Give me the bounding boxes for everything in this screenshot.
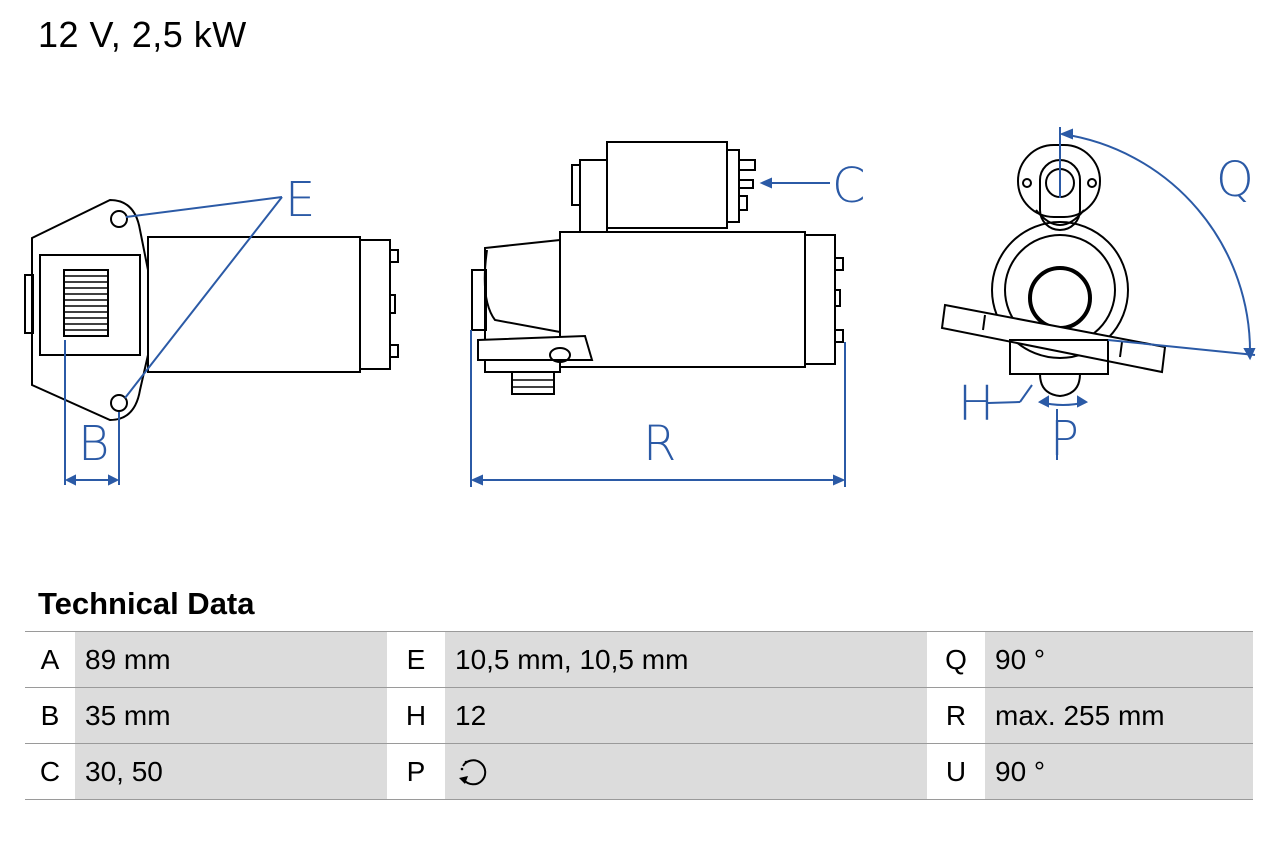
label-r: R xyxy=(643,416,676,472)
table-row: B 35 mm H 12 R max. 255 mm xyxy=(25,687,1253,744)
spec-value: 90 ° xyxy=(985,631,1253,688)
dimension-labels: E B C R Q H P xyxy=(78,152,1254,472)
spec-key: U xyxy=(927,743,985,800)
spec-value: 10,5 mm, 10,5 mm xyxy=(445,631,927,688)
spec-value: 90 ° xyxy=(985,743,1253,800)
spec-key: C xyxy=(25,743,75,800)
mount-hole-bottom xyxy=(110,394,128,412)
rotation-counterclockwise-icon xyxy=(459,758,487,785)
table-row: C 30, 50 P U 90 ° xyxy=(25,743,1253,800)
spec-key: B xyxy=(25,687,75,744)
spec-value: 12 xyxy=(445,687,927,744)
side-view-dimensions xyxy=(470,177,846,487)
spec-key: R xyxy=(927,687,985,744)
front-view-dimensions xyxy=(987,127,1256,460)
left-view xyxy=(24,198,399,422)
spec-value: 30, 50 xyxy=(75,743,387,800)
label-h: H xyxy=(958,376,994,432)
table-row: A 89 mm E 10,5 mm, 10,5 mm Q 90 ° xyxy=(25,631,1253,688)
mount-hole-top xyxy=(110,210,128,228)
technical-data-table: A 89 mm E 10,5 mm, 10,5 mm Q 90 ° B 35 m… xyxy=(25,631,1253,800)
spec-key: P xyxy=(387,743,445,800)
spec-key: E xyxy=(387,631,445,688)
label-c: C xyxy=(832,158,866,214)
spec-key: H xyxy=(387,687,445,744)
spec-value: max. 255 mm xyxy=(985,687,1253,744)
label-q: Q xyxy=(1216,152,1254,208)
spec-value-rotation xyxy=(445,743,927,800)
label-e: E xyxy=(285,172,315,228)
product-title: 12 V, 2,5 kW xyxy=(38,14,247,55)
label-p: P xyxy=(1050,411,1079,467)
technical-data-title: Technical Data xyxy=(38,586,255,621)
left-view-dimensions xyxy=(64,196,283,486)
spec-value: 89 mm xyxy=(75,631,387,688)
spec-key: Q xyxy=(927,631,985,688)
side-view xyxy=(471,141,844,395)
spec-value: 35 mm xyxy=(75,687,387,744)
front-view xyxy=(940,144,1167,398)
spec-key: A xyxy=(25,631,75,688)
starter-motor-diagram: E B C R Q H P xyxy=(24,127,1256,487)
label-b: B xyxy=(78,416,109,472)
